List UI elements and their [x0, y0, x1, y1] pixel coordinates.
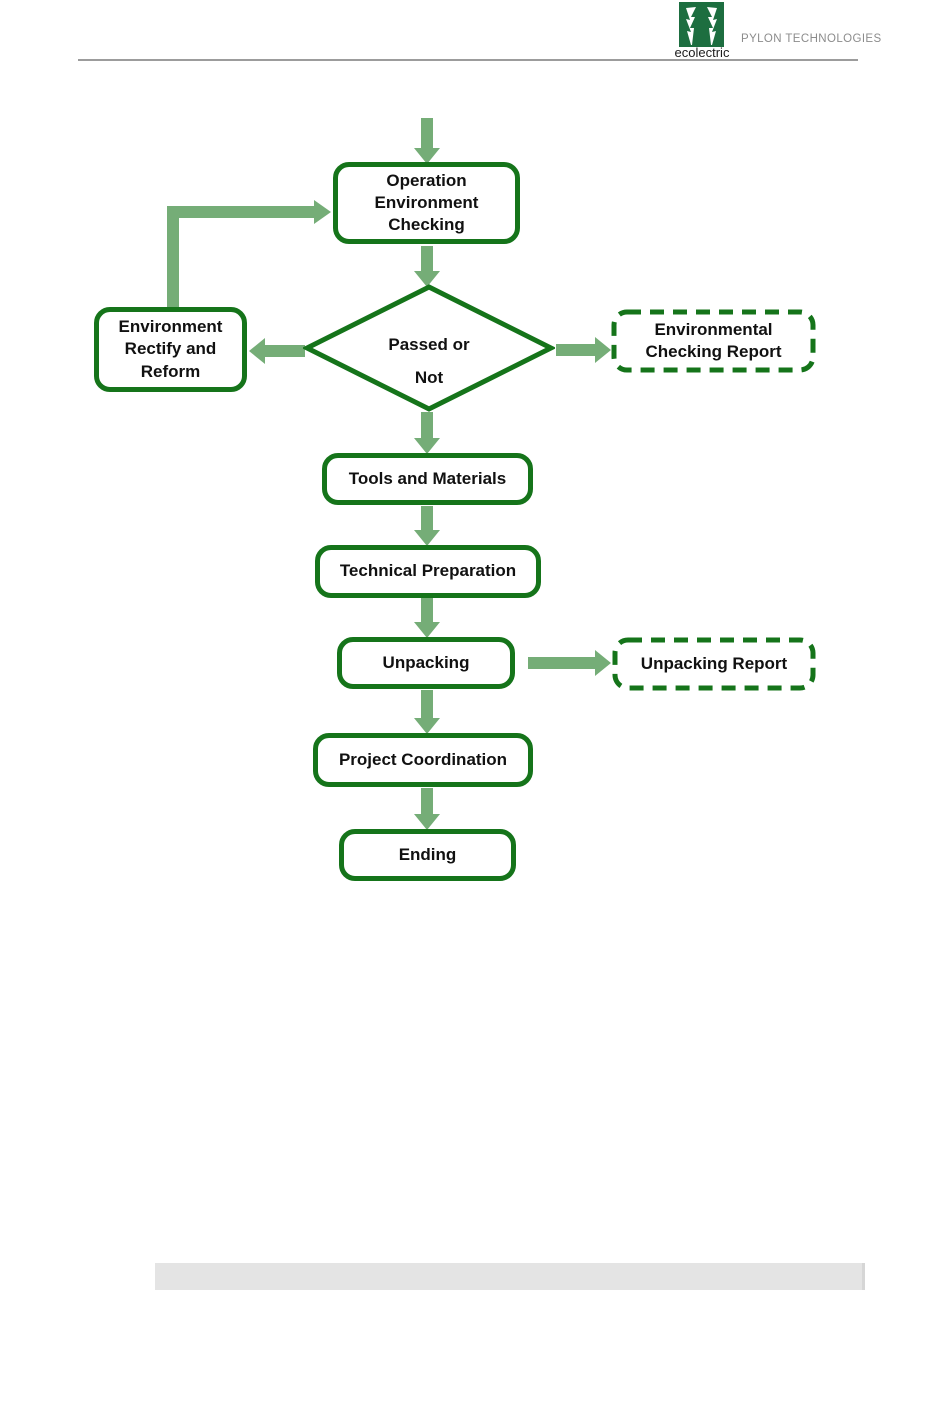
connector-technical-to-unpacking: [414, 598, 440, 638]
pine-tree-lightning-icon: [679, 2, 724, 47]
connector-operation-to-decision: [414, 246, 440, 287]
node-label: Unpacking: [382, 652, 470, 672]
node-label: Project Coordination: [338, 749, 508, 769]
node-label: Operation Environment Checking: [374, 170, 479, 235]
connector-decision-to-env-report: [556, 337, 611, 363]
header-rule: [78, 59, 858, 61]
node-label: Environmental Checking Report: [645, 319, 782, 361]
node-tools-and-materials: Tools and Materials: [322, 453, 533, 505]
decision-diamond-shape: [303, 284, 555, 412]
connector-decision-to-rectify: [249, 338, 305, 364]
node-unpacking-report: Unpacking Report: [612, 637, 816, 691]
connector-rectify-to-operation: [167, 200, 333, 310]
connector-tools-to-technical: [414, 506, 440, 546]
dashed-border-shape: [611, 309, 816, 373]
node-technical-preparation: Technical Preparation: [315, 545, 541, 598]
brand-name: ecolectric: [674, 45, 730, 60]
connector-unpacking-to-coordination: [414, 690, 440, 734]
node-operation-environment-checking: Operation Environment Checking: [333, 162, 520, 244]
node-label: Passed or Not: [388, 334, 470, 387]
ecolectric-logo: [679, 2, 724, 47]
connector-top-to-operation: [414, 118, 440, 164]
node-project-coordination: Project Coordination: [313, 733, 533, 787]
footer-bar: [155, 1263, 865, 1290]
node-unpacking: Unpacking: [337, 637, 515, 689]
node-label: Unpacking Report: [640, 653, 788, 673]
connector-unpacking-to-unpacking-report: [528, 650, 611, 676]
node-label: Ending: [398, 844, 457, 864]
connector-decision-to-tools: [414, 412, 440, 454]
node-environmental-checking-report: Environmental Checking Report: [611, 309, 816, 373]
node-environment-rectify-and-reform: Environment Rectify and Reform: [94, 307, 247, 392]
dashed-border-shape: [612, 637, 816, 691]
node-label: Technical Preparation: [339, 561, 517, 581]
node-label: Tools and Materials: [348, 468, 507, 488]
connector-coordination-to-ending: [414, 788, 440, 830]
node-passed-or-not-decision: Passed or Not: [303, 283, 555, 413]
node-ending: Ending: [339, 829, 516, 881]
node-label: Environment Rectify and Reform: [118, 317, 223, 381]
company-name: PYLON TECHNOLOGIES: [741, 33, 882, 45]
